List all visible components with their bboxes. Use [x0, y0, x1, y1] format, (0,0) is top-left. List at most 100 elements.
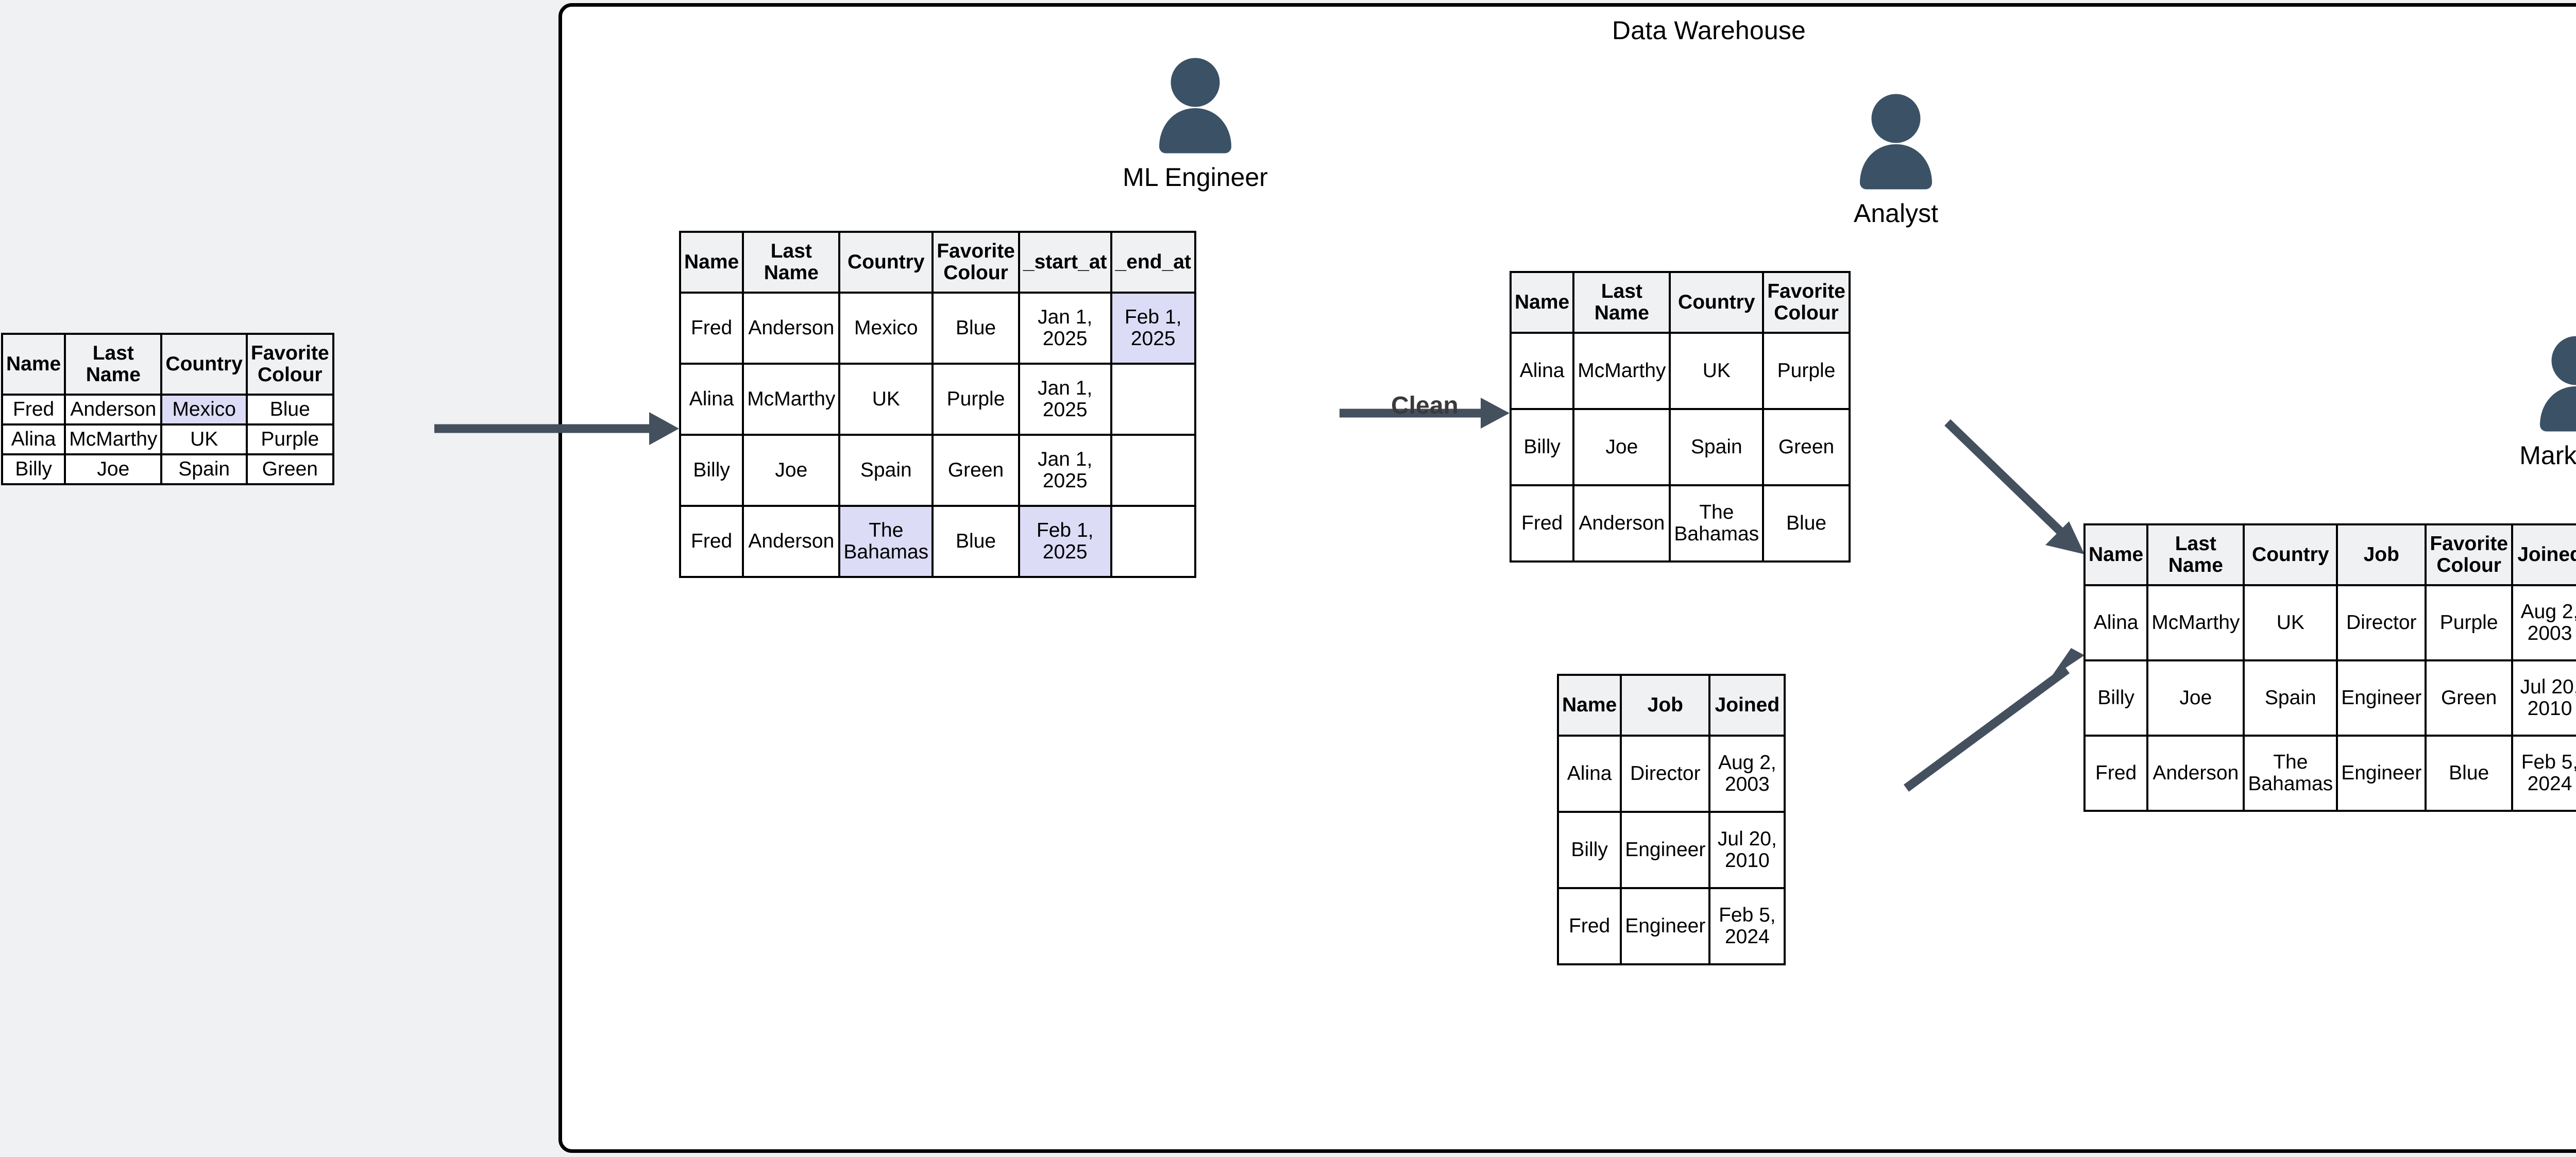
table-cell: The Bahamas: [2243, 735, 2338, 812]
table-cell: Blue: [931, 292, 1020, 365]
column-header: Country: [160, 333, 248, 396]
table-cell: Billy: [2083, 659, 2149, 737]
column-header: _start_at: [1018, 231, 1112, 294]
column-header: Favorite Colour: [2425, 523, 2514, 586]
column-header: Name: [2083, 523, 2149, 586]
table-cell: Director: [1620, 735, 1711, 813]
table-cell: Fred: [1, 394, 66, 426]
column-header: Job: [1620, 674, 1711, 737]
table-cell: Joe: [742, 434, 841, 507]
table-cell: UK: [160, 423, 248, 455]
table-cell: Director: [2336, 584, 2427, 661]
table-cell: Fred: [1509, 484, 1575, 563]
table-cell: Aug 2, 2003: [1708, 735, 1786, 813]
table-cell: Engineer: [2336, 735, 2427, 812]
table-cell: Alina: [1556, 735, 1622, 813]
person-icon: [2540, 336, 2576, 432]
table-cell: Purple: [1762, 332, 1851, 410]
data-warehouse-title: Data Warehouse: [1612, 16, 1806, 45]
table-cell: Alina: [2083, 584, 2149, 661]
table-cell: Spain: [838, 434, 934, 507]
persona-analyst: Analyst: [1788, 93, 2004, 228]
column-header: Favorite Colour: [931, 231, 1020, 294]
table-cell: Jan 1, 2025: [1018, 434, 1112, 507]
table-cell: Anderson: [1572, 484, 1671, 563]
table-cell: Blue: [1762, 484, 1851, 563]
table-cell: Billy: [1509, 408, 1575, 486]
table-cell: Mexico: [160, 394, 248, 426]
table-cell: Fred: [1556, 887, 1622, 965]
table-cell: Joe: [64, 453, 163, 485]
table-cell: Spain: [2243, 659, 2338, 737]
column-header: Favorite Colour: [245, 333, 334, 396]
table-cell: Anderson: [2146, 735, 2245, 812]
table-cell: Blue: [931, 505, 1020, 578]
table-cell: Feb 1, 2025: [1110, 292, 1196, 365]
table-cell: Anderson: [64, 394, 163, 426]
table-cell: Feb 5, 2024: [1708, 887, 1786, 965]
table-cell: Green: [245, 453, 334, 485]
table-cell: Anderson: [742, 505, 841, 578]
table-cell: Green: [931, 434, 1020, 507]
table-cell: Green: [2425, 659, 2514, 737]
persona-label: Marketing: [2519, 441, 2576, 470]
person-icon: [1860, 94, 1932, 190]
persona-marketing: Marketing: [2468, 335, 2576, 470]
table-cell: Fred: [2083, 735, 2149, 812]
column-header: Country: [1669, 271, 1765, 334]
column-header: Name: [1509, 271, 1575, 334]
table-cell: Purple: [245, 423, 334, 455]
table-cell: Purple: [931, 363, 1020, 436]
table-cell: Alina: [679, 363, 744, 436]
table-cell: Fred: [679, 292, 744, 365]
column-header: Country: [838, 231, 934, 294]
table-cell: The Bahamas: [838, 505, 934, 578]
table-cell: Anderson: [742, 292, 841, 365]
table-cell: Mexico: [838, 292, 934, 365]
persona-ml-engineer: ML Engineer: [1077, 57, 1314, 192]
table-cell: [1110, 434, 1196, 507]
column-header: Last Name: [2146, 523, 2245, 586]
table-cell: Alina: [1509, 332, 1575, 410]
column-header: Joined: [2511, 523, 2576, 586]
table-cell: Billy: [1556, 811, 1622, 889]
table-cell: McMarthy: [2146, 584, 2245, 661]
table-cell: Purple: [2425, 584, 2514, 661]
table-cell: McMarthy: [742, 363, 841, 436]
table-cell: UK: [838, 363, 934, 436]
table-cell: UK: [2243, 584, 2338, 661]
table-cell: Billy: [1, 453, 66, 485]
table-cell: The Bahamas: [1669, 484, 1765, 563]
persona-label: ML Engineer: [1123, 163, 1268, 192]
table-cell: Jan 1, 2025: [1018, 363, 1112, 436]
table-cell: Alina: [1, 423, 66, 455]
persona-label: Analyst: [1854, 199, 1938, 228]
column-header: Country: [2243, 523, 2338, 586]
table-cell: Joe: [2146, 659, 2245, 737]
table-cell: UK: [1669, 332, 1765, 410]
table-cell: Jan 1, 2025: [1018, 292, 1112, 365]
column-header: Joined: [1708, 674, 1786, 737]
column-header: Name: [679, 231, 744, 294]
table-cell: [1110, 363, 1196, 436]
table-cell: Engineer: [1620, 887, 1711, 965]
table-cell: McMarthy: [64, 423, 163, 455]
